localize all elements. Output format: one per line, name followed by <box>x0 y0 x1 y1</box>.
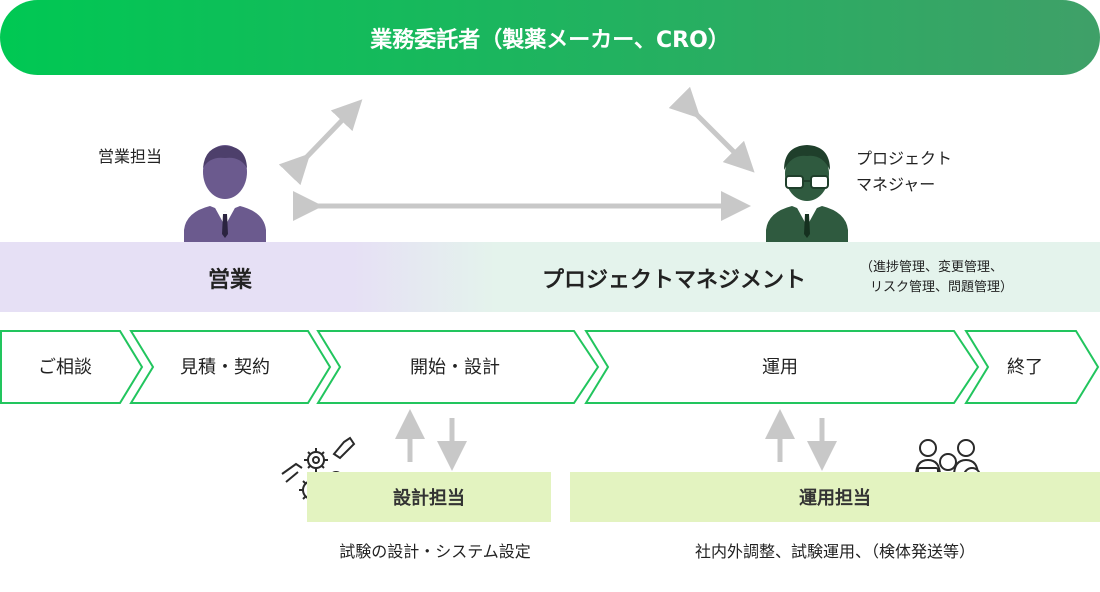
sales-band-label: 営業 <box>208 268 253 293</box>
pm-note: （進捗管理、変更管理、 リスク管理、問題管理） <box>860 258 1013 298</box>
process-flow <box>0 330 1100 404</box>
project-manager-label-line2: マネジャー <box>856 175 936 194</box>
step-consult: ご相談 <box>38 357 92 378</box>
step-operation: 運用 <box>762 357 798 378</box>
client-title: 業務委託者（製薬メーカー、CRO） <box>370 27 730 53</box>
step-shape-design <box>316 330 600 404</box>
design-team-label: 設計担当 <box>393 488 465 509</box>
design-team-box: 設計担当 <box>307 472 551 522</box>
step-end: 終了 <box>1007 357 1043 378</box>
operation-team-box: 運用担当 <box>570 472 1100 522</box>
step-shape-estimate <box>129 330 332 404</box>
arrow-sales-client <box>278 99 363 186</box>
design-team-description: 試験の設計・システム設定 <box>339 542 531 561</box>
project-manager-label-line1: プロジェクト <box>856 149 953 168</box>
project-manager-icon <box>766 145 848 250</box>
pm-note-line2: リスク管理、問題管理） <box>870 280 1014 295</box>
step-estimate-contract: 見積・契約 <box>180 357 270 378</box>
pm-band-label: プロジェクトマネジメント <box>542 268 807 293</box>
arrow-client-pm <box>668 86 755 173</box>
step-start-design: 開始・設計 <box>410 357 500 378</box>
step-shape-operation <box>584 330 980 404</box>
operation-team-description: 社内外調整、試験運用、（検体発送等） <box>694 542 975 561</box>
pm-note-line1: （進捗管理、変更管理、 <box>860 260 1004 275</box>
operation-team-label: 運用担当 <box>799 488 871 509</box>
step-shape-consult <box>0 330 144 404</box>
step-shape-end <box>964 330 1100 404</box>
project-manager-label: プロジェクト マネジャー <box>856 146 952 198</box>
client-banner: 業務委託者（製薬メーカー、CRO） <box>0 0 1100 75</box>
sales-person-label: 営業担当 <box>98 147 163 166</box>
sales-person-icon <box>184 145 266 250</box>
role-band <box>0 242 1100 312</box>
